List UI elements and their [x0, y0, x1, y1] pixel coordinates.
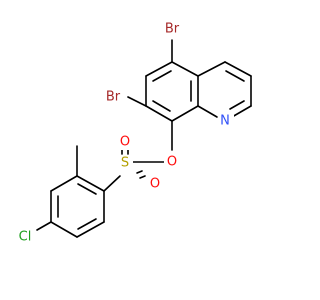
atom-label-br7: Br [106, 90, 121, 105]
atom-label-o-sulfonyl-1: O [120, 135, 130, 150]
bond-c7-br [127, 96, 147, 107]
atom-label-o-ester: O [167, 155, 177, 170]
bond-s-aryl [103, 175, 121, 192]
bond-c-cl [36, 221, 52, 231]
atom-label-o-sulfonyl-2: O [150, 177, 160, 192]
atom-label-br5: Br [165, 22, 180, 37]
atom-label-n: N [220, 114, 230, 129]
quinoline-pyridine-ring [197, 61, 252, 118]
chlorotoluene-ring [50, 175, 105, 238]
atom-label-s: S [121, 156, 129, 171]
atom-label-cl: Cl [19, 230, 32, 245]
molecule-structure-diagram: Br Br N O S O O Cl [18, 21, 252, 245]
quinoline-benzo-ring [145, 61, 199, 122]
